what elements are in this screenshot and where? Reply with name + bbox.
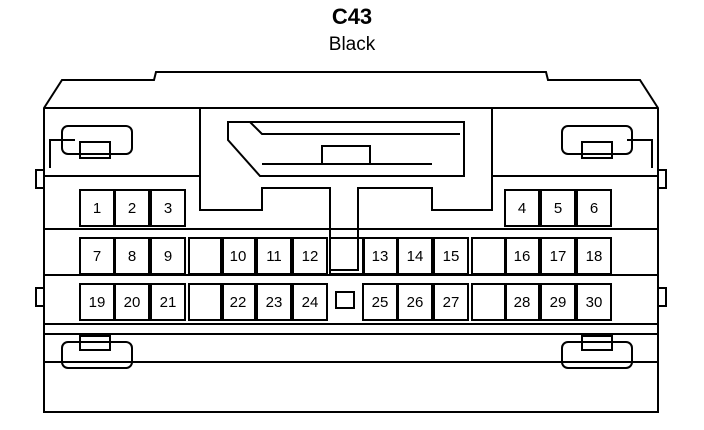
pin-cavity-22 — [220, 283, 256, 321]
pin-label-15: 15 — [443, 248, 460, 265]
pin-cavity-20 — [114, 283, 150, 321]
pin-label-6: 6 — [590, 200, 598, 217]
pin-cavity-23 — [256, 283, 292, 321]
pin-cavity-28 — [504, 283, 540, 321]
pin-cavity-14 — [397, 237, 433, 275]
pin-label-29: 29 — [550, 294, 567, 311]
connector-title: C43 — [331, 4, 373, 29]
pin-label-12: 12 — [302, 248, 319, 265]
pin-cavity-6 — [576, 189, 612, 227]
corner-lock-top-right — [561, 125, 633, 155]
pin-label-11: 11 — [266, 248, 282, 265]
corner-lock-bottom-right — [561, 341, 633, 369]
pin-label-10: 10 — [230, 248, 247, 265]
pin-cavity-17 — [540, 237, 576, 275]
pin-label-17: 17 — [550, 248, 567, 265]
pin-cavity-10 — [220, 237, 256, 275]
polarization-key — [335, 291, 355, 309]
pin-cavity-21 — [150, 283, 186, 321]
pin-cavity-3 — [150, 189, 186, 227]
side-latch-left-upper — [35, 169, 45, 189]
pin-label-19: 19 — [89, 294, 106, 311]
pin-label-26: 26 — [407, 294, 424, 311]
corner-lock-top-left — [61, 125, 133, 155]
corner-lock-bottom-left — [61, 341, 133, 369]
pin-label-23: 23 — [266, 294, 283, 311]
pin-label-16: 16 — [514, 248, 531, 265]
pin-cavity-12 — [292, 237, 328, 275]
side-latch-right-lower — [657, 287, 667, 307]
pin-label-22: 22 — [230, 294, 247, 311]
pin-label-24: 24 — [302, 294, 319, 311]
pin-cavity-4 — [504, 189, 540, 227]
side-latch-left-lower — [35, 287, 45, 307]
pin-label-7: 7 — [93, 248, 101, 265]
pin-label-27: 27 — [443, 294, 460, 311]
pin-cavity-15 — [433, 237, 469, 275]
corner-lock-top-left-tab — [79, 141, 111, 159]
pin-cavity-8 — [114, 237, 150, 275]
pin-cavity-16 — [504, 237, 540, 275]
pin-label-3: 3 — [164, 200, 172, 217]
connector-housing-outline — [43, 71, 659, 413]
pin-cavity-blank — [188, 237, 224, 275]
pin-cavity-blank — [188, 283, 224, 321]
locking-tab-key — [321, 145, 371, 165]
pin-cavity-2 — [114, 189, 150, 227]
pin-cavity-11 — [256, 237, 292, 275]
corner-lock-top-right-tab — [581, 141, 613, 159]
pin-cavity-9 — [150, 237, 186, 275]
pin-label-20: 20 — [124, 294, 141, 311]
pin-cavity-blank — [471, 237, 507, 275]
corner-lock-bottom-right-tab — [581, 335, 613, 351]
pin-label-14: 14 — [407, 248, 424, 265]
pin-label-28: 28 — [514, 294, 531, 311]
pin-cavity-blank — [471, 283, 507, 321]
connector-color-label: Black — [328, 34, 376, 55]
pin-label-4: 4 — [518, 200, 526, 217]
pin-label-21: 21 — [160, 294, 177, 311]
pin-cavity-5 — [540, 189, 576, 227]
pin-cavity-18 — [576, 237, 612, 275]
pin-cavity-24 — [292, 283, 328, 321]
pin-label-1: 1 — [93, 200, 101, 217]
pin-cavity-29 — [540, 283, 576, 321]
connector-inner-outline — [49, 139, 653, 168]
corner-lock-bottom-left-tab — [79, 335, 111, 351]
pin-label-2: 2 — [128, 200, 136, 217]
locking-tab-outer — [199, 107, 493, 271]
pin-cavity-26 — [397, 283, 433, 321]
pin-label-25: 25 — [372, 294, 389, 311]
pin-label-13: 13 — [372, 248, 389, 265]
pin-cavity-30 — [576, 283, 612, 321]
pin-label-18: 18 — [586, 248, 603, 265]
locking-tab-inner — [227, 121, 465, 177]
side-latch-right-upper — [657, 169, 667, 189]
pin-label-5: 5 — [554, 200, 562, 217]
pin-label-30: 30 — [586, 294, 603, 311]
pin-label-8: 8 — [128, 248, 136, 265]
pin-label-9: 9 — [164, 248, 172, 265]
pin-cavity-27 — [433, 283, 469, 321]
